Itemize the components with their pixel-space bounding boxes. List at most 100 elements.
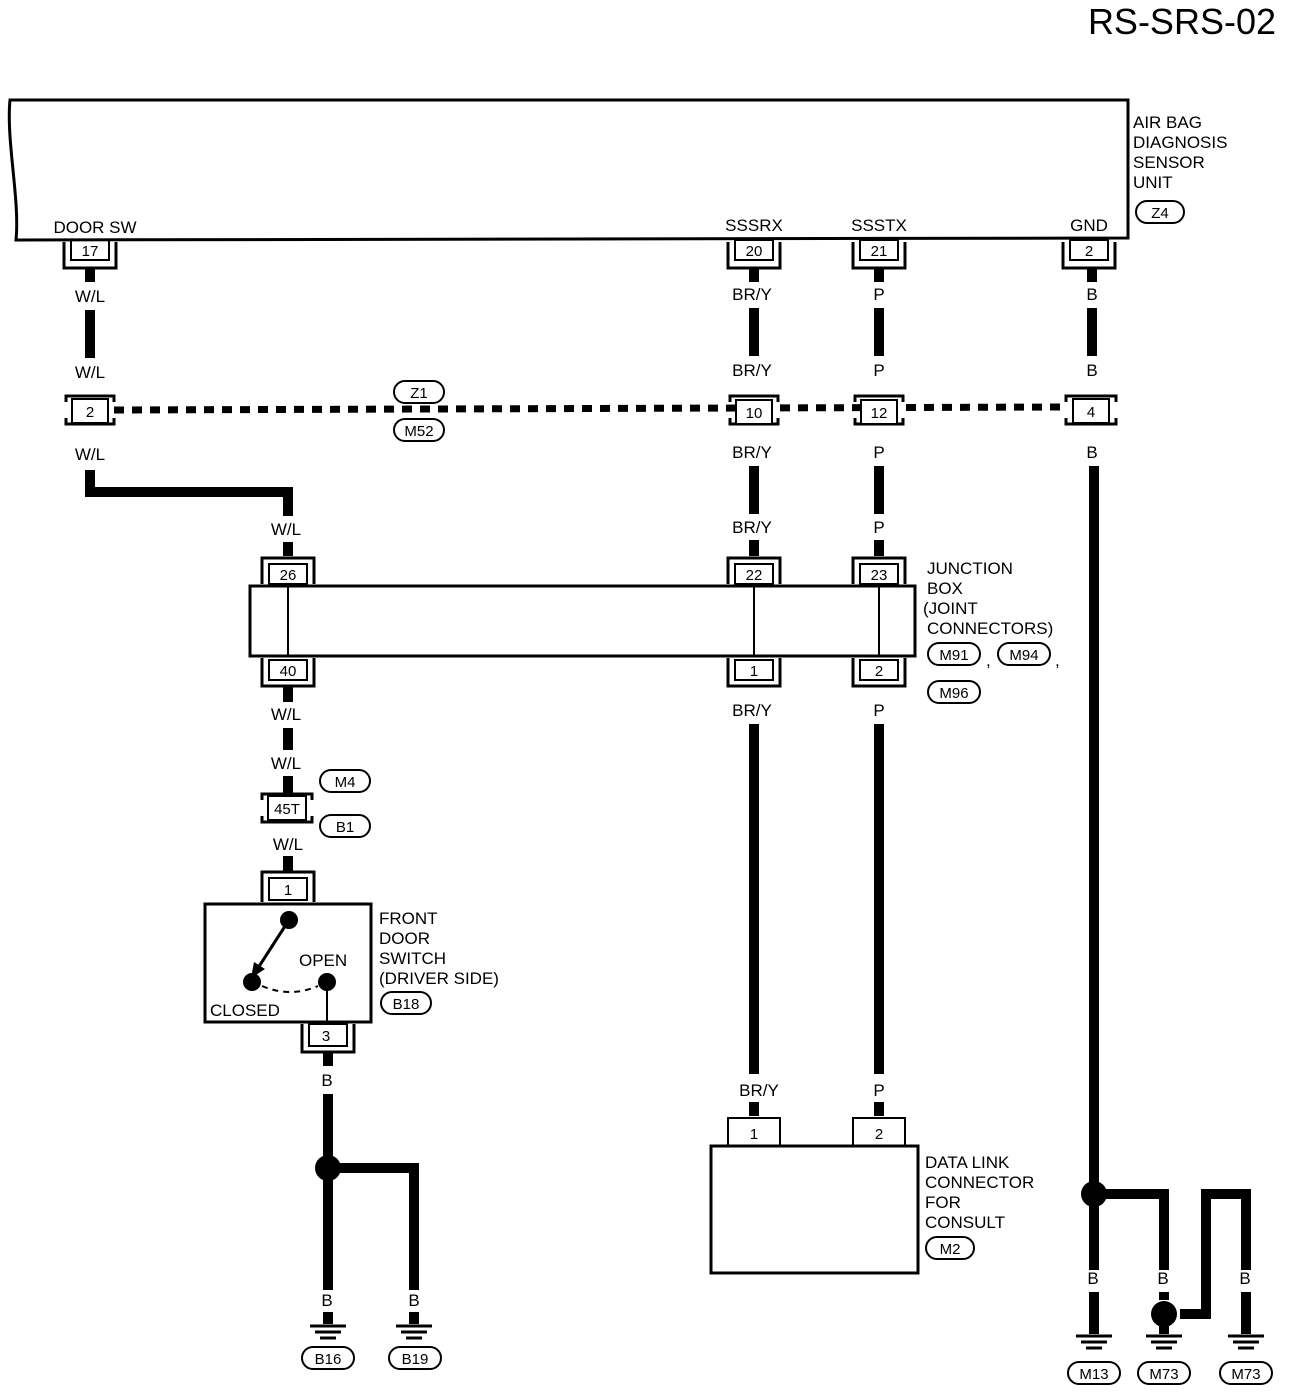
ground-b16: B16: [315, 1351, 342, 1368]
junction-separator: ,: [986, 651, 991, 670]
wire-color-rx-6: BR/Y: [739, 1081, 779, 1100]
ground-m73: M73: [1149, 1366, 1178, 1383]
junction-pin-2: 2: [851, 658, 907, 688]
connector-badge: [927, 642, 981, 666]
connector-badge: [997, 642, 1051, 666]
wire-gnd-branch-m73: [1094, 1189, 1169, 1270]
wire-color-door-3: W/L: [75, 445, 105, 464]
terminal-label-ssstx: SSSTX: [851, 216, 907, 235]
svg-text:20: 20: [746, 243, 763, 260]
door-switch-name-2: DOOR: [379, 929, 430, 948]
svg-text:40: 40: [280, 663, 297, 680]
sensor-unit-connector: Z4: [1151, 205, 1169, 222]
data-link-name-2: CONNECTOR: [925, 1173, 1034, 1192]
door-switch-box: [203, 902, 373, 1024]
junction-connector-m91: M91: [939, 647, 968, 664]
junction-box-name-3: (JOINT: [923, 599, 978, 618]
svg-text:2: 2: [875, 663, 883, 680]
svg-text:4: 4: [1087, 404, 1095, 421]
svg-text:45T: 45T: [274, 801, 300, 818]
wire-color-b19: B: [408, 1291, 419, 1310]
wire-gnd-branch-m73-2: [1180, 1189, 1251, 1319]
switch-dashed-arc: [261, 985, 319, 993]
wire-color-m13: B: [1087, 1269, 1098, 1288]
sensor-unit-name-4: UNIT: [1133, 173, 1173, 192]
junction-box: [248, 584, 917, 658]
ground-m13: M13: [1079, 1366, 1108, 1383]
connector-badge: [393, 418, 445, 442]
junction-pin-23: 23: [851, 556, 907, 585]
svg-text:1: 1: [284, 882, 292, 899]
wire-color-door-2: W/L: [75, 363, 105, 382]
wire-color-rx-4: BR/Y: [732, 518, 772, 537]
data-link-name-3: FOR: [925, 1193, 961, 1212]
data-link-name-1: DATA LINK: [925, 1153, 1010, 1172]
junction-pin-40: 40: [260, 658, 316, 688]
door-switch-connector: B18: [393, 996, 420, 1013]
switch-state-closed: CLOSED: [210, 1001, 280, 1020]
wire-color-m73: B: [1157, 1269, 1168, 1288]
connector-badge: [301, 1346, 355, 1370]
harness-dashed-line: [113, 403, 1065, 414]
wire-color-tx-6: P: [873, 1081, 884, 1100]
wire-color-door-4: W/L: [271, 520, 301, 539]
ground-m73-2: M73: [1231, 1366, 1260, 1383]
svg-text:17: 17: [82, 243, 99, 260]
junction-box-name-2: BOX: [927, 579, 963, 598]
terminal-label-door-sw: DOOR SW: [53, 218, 136, 237]
wire-color-tx-4: P: [873, 518, 884, 537]
wire-color-door-7: W/L: [273, 835, 303, 854]
terminal-label-sssrx: SSSRX: [725, 216, 783, 235]
svg-text:10: 10: [746, 405, 763, 422]
svg-text:23: 23: [871, 567, 888, 584]
sensor-unit-name-1: AIR BAG: [1133, 113, 1202, 132]
connector-badge: [1137, 1361, 1191, 1385]
junction-box-name-4: CONNECTORS): [927, 619, 1053, 638]
wire-color-gnd-2: B: [1086, 361, 1097, 380]
wire-color-rx-3: BR/Y: [732, 443, 772, 462]
wire-color-rx-5: BR/Y: [732, 701, 772, 720]
junction-box-name-1: JUNCTION: [927, 559, 1013, 578]
wire-color-switch-ground: B: [321, 1071, 332, 1090]
unit-pin-20: 20: [726, 239, 782, 270]
sensor-unit-name-3: SENSOR: [1133, 153, 1205, 172]
wire-color-tx-2: P: [873, 361, 884, 380]
sensor-unit-box: [7, 98, 1130, 242]
harness-pin-2: 2: [64, 394, 116, 426]
connector-badge: [925, 1236, 975, 1260]
data-link-connector: M2: [940, 1241, 961, 1258]
ground-icon: [1146, 1334, 1182, 1350]
door-switch-name-1: FRONT: [379, 909, 438, 928]
data-link-name-4: CONSULT: [925, 1213, 1005, 1232]
wire-switch-ground-branch: [328, 1163, 419, 1290]
wire-color-m73-jumper: B: [1200, 1269, 1211, 1288]
door-switch-name-4: (DRIVER SIDE): [379, 969, 499, 988]
wire-color-door-5: W/L: [271, 705, 301, 724]
ground-icon: [1228, 1334, 1264, 1350]
junction-pin-1: 1: [726, 658, 782, 688]
wire-color-rx-2: BR/Y: [732, 361, 772, 380]
junction-separator: ,: [1055, 651, 1060, 670]
wire-color-gnd-1: B: [1086, 285, 1097, 304]
connector-badge: [380, 991, 432, 1015]
data-link-pin-1: 1: [750, 1126, 758, 1143]
wire-color-tx-1: P: [873, 285, 884, 304]
wire-color-gnd-3: B: [1086, 443, 1097, 462]
svg-text:2: 2: [86, 404, 94, 421]
connector-badge: [319, 769, 371, 793]
svg-text:22: 22: [746, 567, 763, 584]
connector-badge: [388, 1346, 442, 1370]
wire-color-door-6: W/L: [271, 754, 301, 773]
harness-pin-10: 10: [728, 394, 780, 426]
wire-color-m73-2: B: [1239, 1269, 1250, 1288]
unit-pin-2: 2: [1061, 239, 1117, 270]
connector-badge: [319, 814, 371, 838]
svg-text:26: 26: [280, 567, 297, 584]
terminal-label-gnd: GND: [1070, 216, 1108, 235]
data-link-connector-box: [709, 1144, 920, 1275]
connector-badge: [393, 380, 445, 404]
inline-connector-top: M4: [335, 774, 356, 791]
inline-connector-bottom: B1: [336, 819, 354, 836]
harness-pin-12: 12: [853, 394, 905, 426]
